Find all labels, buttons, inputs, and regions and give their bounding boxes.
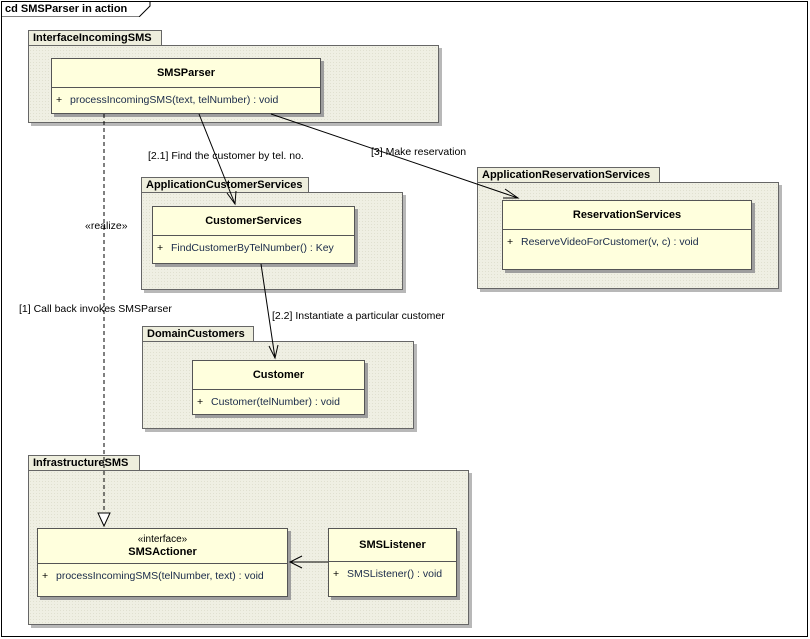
class-name: CustomerServices xyxy=(153,207,354,236)
operation-signature: Customer(telNumber) : void xyxy=(211,396,340,408)
package-tab-interface-incoming-sms[interactable]: InterfaceIncomingSMS xyxy=(28,30,162,45)
operation-signature: FindCustomerByTelNumber() : Key xyxy=(171,242,334,254)
class-name: SMSListener xyxy=(329,529,456,562)
package-tab-application-reservation-services[interactable]: ApplicationReservationServices xyxy=(477,167,660,182)
operation-signature: SMSListener() : void xyxy=(347,568,443,580)
visibility-marker: + xyxy=(333,568,340,580)
class-operation: + processIncomingSMS(telNumber, text) : v… xyxy=(38,564,287,582)
find-customer-label: [2.1] Find the customer by tel. no. xyxy=(148,150,304,162)
visibility-marker: + xyxy=(197,396,204,408)
make-reservation-label: [3] Make reservation xyxy=(371,146,467,158)
class-name: SMSActioner xyxy=(128,546,197,558)
operation-signature: processIncomingSMS(text, telNumber) : vo… xyxy=(70,94,279,106)
visibility-marker: + xyxy=(157,242,164,254)
class-customerservices[interactable]: CustomerServices + FindCustomerByTelNumbe… xyxy=(152,206,355,264)
interface-smsactioner[interactable]: «interface» SMSActioner + processIncoming… xyxy=(37,528,288,597)
class-name: ReservationServices xyxy=(503,201,751,230)
class-operation: + Customer(telNumber) : void xyxy=(193,390,364,408)
package-tab-infrastructure-sms[interactable]: InfrastructureSMS xyxy=(28,455,140,470)
package-name: ApplicationCustomerServices xyxy=(146,179,303,191)
instantiate-label: [2.2] Instantiate a particular customer xyxy=(272,310,445,322)
frame-title: cd SMSParser in action xyxy=(5,3,128,15)
make-reservation-connector[interactable] xyxy=(270,113,520,199)
operation-signature: ReserveVideoForCustomer(v, c) : void xyxy=(521,236,699,248)
class-operation: + FindCustomerByTelNumber() : Key xyxy=(153,236,354,254)
class-smsparser[interactable]: SMSParser + processIncomingSMS(text, telN… xyxy=(51,58,321,114)
instantiate-connector[interactable] xyxy=(260,263,279,360)
package-tab-application-customer-services[interactable]: ApplicationCustomerServices xyxy=(141,177,309,192)
class-operation: + SMSListener() : void xyxy=(329,562,456,580)
realize-connector[interactable] xyxy=(97,114,111,528)
class-name: SMSParser xyxy=(52,59,320,88)
visibility-marker: + xyxy=(56,94,63,106)
visibility-marker: + xyxy=(507,236,514,248)
find-customer-connector[interactable] xyxy=(198,113,237,206)
operation-signature: processIncomingSMS(telNumber, text) : vo… xyxy=(56,570,264,582)
class-name: Customer xyxy=(193,361,364,390)
class-smslistener[interactable]: SMSListener + SMSListener() : void xyxy=(328,528,457,597)
class-operation: + ReserveVideoForCustomer(v, c) : void xyxy=(503,230,751,248)
callback-label: [1] Call back invokes SMSParser xyxy=(19,303,172,315)
visibility-marker: + xyxy=(42,570,49,582)
package-tab-domain-customers[interactable]: DomainCustomers xyxy=(142,326,254,341)
class-name-block: «interface» SMSActioner xyxy=(38,529,287,564)
class-customer[interactable]: Customer + Customer(telNumber) : void xyxy=(192,360,365,415)
listener-association-connector[interactable] xyxy=(288,555,328,569)
realize-label: «realize» xyxy=(85,220,128,232)
stereotype-label: «interface» xyxy=(137,534,188,545)
package-name: ApplicationReservationServices xyxy=(482,169,651,181)
class-reservationservices[interactable]: ReservationServices + ReserveVideoForCust… xyxy=(502,200,752,270)
frame-tab xyxy=(1,1,151,17)
package-name: DomainCustomers xyxy=(147,328,245,340)
package-name: InterfaceIncomingSMS xyxy=(33,32,152,44)
class-operation: + processIncomingSMS(text, telNumber) : v… xyxy=(52,88,320,106)
package-name: InfrastructureSMS xyxy=(33,457,129,469)
